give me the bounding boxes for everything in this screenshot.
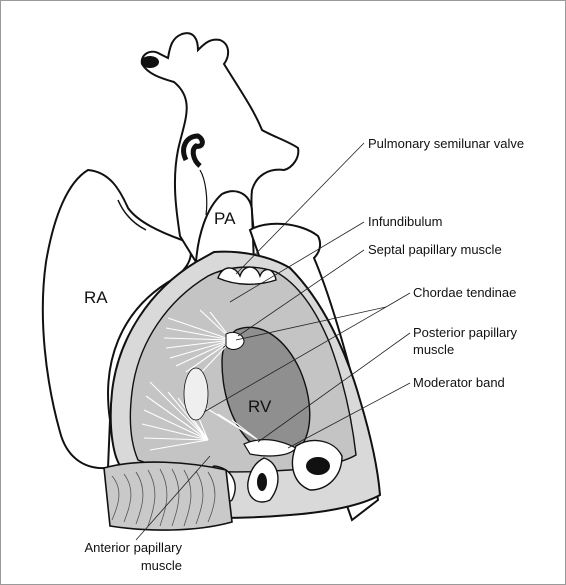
label-ra: RA [84, 288, 108, 307]
vessel-crease [199, 169, 208, 216]
aortic-arch [140, 32, 300, 264]
label-anterior-papillary-line1: Anterior papillary [84, 540, 182, 555]
leader-lines [135, 142, 411, 541]
label-moderator-band: Moderator band [413, 375, 505, 390]
flap-ridges [111, 468, 216, 527]
label-posterior-papillary-line2: muscle [413, 342, 454, 357]
label-chordae-tendinae: Chordae tendinae [413, 285, 516, 300]
chordae-leaflet-highlight [183, 367, 209, 421]
label-infundibulum: Infundibulum [368, 214, 442, 229]
chordae-upper [163, 309, 233, 377]
chordae-lower [141, 381, 259, 451]
label-septal-papillary-muscle: Septal papillary muscle [368, 242, 502, 257]
right-atrium [41, 168, 192, 470]
atrium-fold [117, 199, 147, 231]
label-pa: PA [214, 209, 236, 228]
label-posterior-papillary-line1: Posterior papillary [413, 325, 518, 340]
ductus-shadow [181, 133, 205, 168]
brachiocephalic-opening [141, 56, 159, 68]
septal-papillary-muscle [225, 331, 245, 350]
label-anterior-papillary-line2: muscle [141, 558, 182, 573]
label-rv: RV [248, 397, 272, 416]
pulmonary-artery [194, 190, 256, 266]
pulmonary-valve-cusps [217, 266, 277, 285]
label-pulmonary-semilunar-valve: Pulmonary semilunar valve [368, 136, 524, 151]
cut-wall-flap [103, 461, 233, 531]
